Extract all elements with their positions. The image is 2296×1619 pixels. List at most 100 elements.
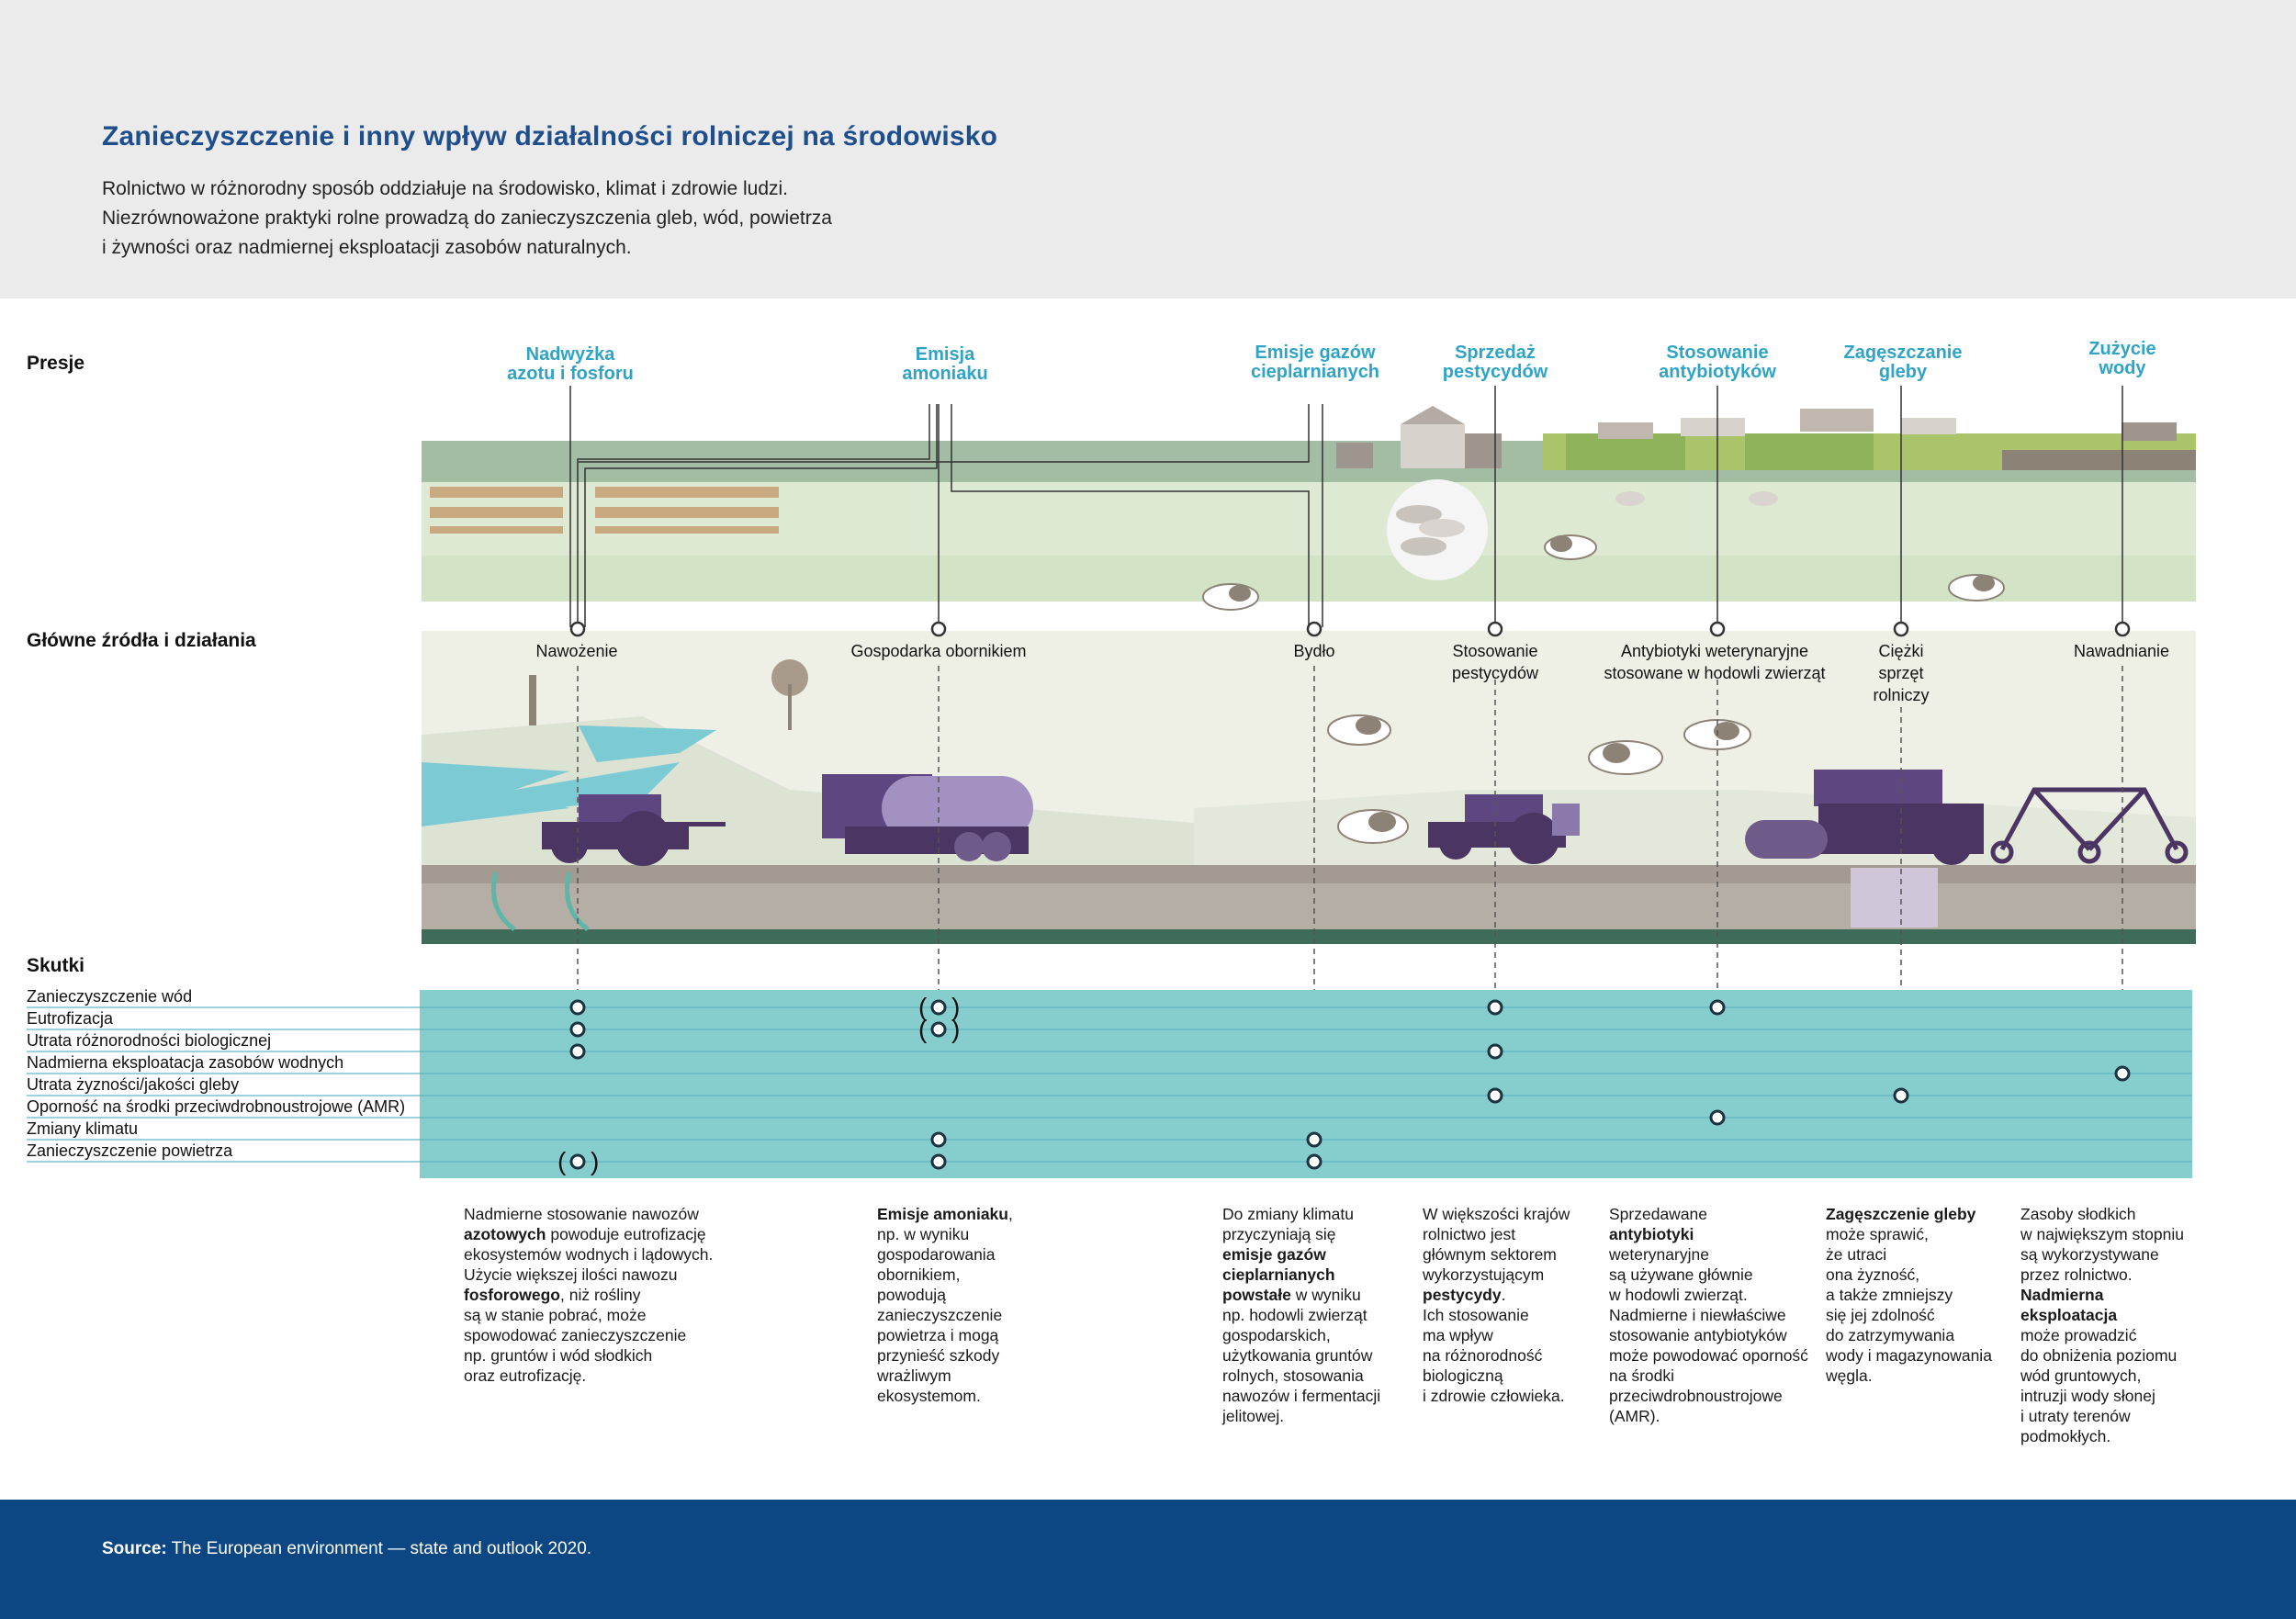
description-emphasis: antybiotyki	[1609, 1225, 1694, 1243]
description-emphasis: cieplarnianych	[1222, 1265, 1335, 1284]
description-line: pestycydy.	[1423, 1285, 1570, 1305]
impact-dot	[569, 999, 586, 1016]
impact-label: Utrata różnorodności biologicznej	[27, 1031, 272, 1050]
description-text: nawozów i fermentacji	[1222, 1387, 1381, 1405]
pressure-line: Zagęszczanie	[1843, 343, 1963, 363]
pressure-line: amoniaku	[902, 364, 988, 384]
description-text: w największym stopniu	[2020, 1225, 2184, 1243]
impact-dot	[1487, 1043, 1503, 1060]
description-text: spowodować zanieczyszczenie	[464, 1326, 687, 1344]
parenthesis-mark: (	[918, 993, 928, 1021]
description-line: cieplarnianych	[1222, 1265, 1380, 1285]
source-line: Gospodarka obornikiem	[850, 642, 1027, 660]
description-line: się jej zdolność	[1826, 1305, 1992, 1325]
pressure-line: antybiotyków	[1659, 362, 1776, 382]
description-line: Do zmiany klimatu	[1222, 1204, 1380, 1224]
description-line: przyczyniają się	[1222, 1224, 1380, 1244]
description-text: powodują	[877, 1286, 946, 1304]
description-line: użytkowania gruntów	[1222, 1345, 1380, 1366]
description-line: oraz eutrofizację.	[464, 1366, 713, 1386]
description-line: są w stanie pobrać, może	[464, 1305, 713, 1325]
description-line: ekosystemom.	[877, 1386, 1013, 1406]
description-text: ekosystemów wodnych i lądowych.	[464, 1245, 714, 1264]
description-text: gospodarskich,	[1222, 1326, 1331, 1344]
description-text: Ich stosowanie	[1423, 1306, 1529, 1324]
impact-label: Nadmierna eksploatacja zasobów wodnych	[27, 1053, 344, 1072]
cow-icon	[1202, 583, 1259, 611]
impact-dot	[569, 1043, 586, 1060]
landscape-illustration	[422, 406, 2196, 944]
description-text: ,	[1007, 1205, 1013, 1223]
tractor-icon	[1428, 794, 1580, 864]
pressure-label: Sprzedaż pestycydów	[1443, 343, 1548, 382]
description-line: może prowadzić	[2020, 1325, 2184, 1345]
description-line: Sprzedawane	[1609, 1204, 1808, 1224]
cow-icon	[1588, 740, 1663, 775]
section-label-sources: Główne źródła i działania	[27, 630, 256, 651]
pressure-line: wody	[2099, 358, 2146, 378]
source-line: Ciężki	[1878, 642, 1924, 660]
pressure-line: Zużycie	[2088, 339, 2156, 359]
description-text: powoduje eutrofizację	[546, 1225, 706, 1243]
description-line: eksploatacja	[2020, 1305, 2184, 1325]
impact-matrix-band	[420, 990, 2192, 1178]
pressure-label: Nadwyżka azotu i fosforu	[507, 345, 634, 384]
description-line: podmokłych.	[2020, 1426, 2184, 1446]
source-label: Nawożenie	[535, 640, 617, 662]
description-line: W większości krajów	[1423, 1204, 1570, 1224]
description-line: jelitowej.	[1222, 1406, 1380, 1426]
description-line: Nadmierne stosowanie nawozów	[464, 1204, 713, 1224]
description-text: wykorzystującym	[1423, 1265, 1545, 1284]
description-text: węgla.	[1826, 1366, 1873, 1385]
description-line: fosforowego, niż rośliny	[464, 1285, 713, 1305]
description-text: podmokłych.	[2020, 1427, 2111, 1445]
description-line: biologiczną	[1423, 1366, 1570, 1386]
pressure-label: Emisja amoniaku	[902, 345, 987, 384]
description-text: powietrza i mogą	[877, 1326, 999, 1344]
description-line: na środki	[1609, 1366, 1808, 1386]
source-line: sprzęt	[1878, 664, 1924, 682]
source-line: Bydło	[1293, 642, 1335, 660]
impact-dot	[930, 1021, 947, 1038]
description-text: intruzji wody słonej	[2020, 1387, 2155, 1405]
description-line: może sprawić,	[1826, 1224, 1992, 1244]
description-text: oraz eutrofizację.	[464, 1366, 587, 1385]
impact-dot	[1487, 999, 1503, 1016]
description-line: emisje gazów	[1222, 1244, 1380, 1265]
pressure-line: Nadwyżka	[525, 344, 615, 365]
description-line: powstałe w wyniku	[1222, 1285, 1380, 1305]
impact-dot	[1893, 1087, 1909, 1104]
description-text: do obniżenia poziomu	[2020, 1346, 2178, 1365]
pressure-label: Emisje gazów cieplarnianych	[1251, 343, 1379, 382]
description-text: wrażliwym	[877, 1366, 951, 1385]
description-emphasis: fosforowego	[464, 1286, 560, 1304]
description-text: np. gruntów i wód słodkich	[464, 1346, 653, 1365]
header-panel: Zanieczyszczenie i inny wpływ działalnoś…	[0, 0, 2296, 298]
impact-matrix-dots: ()()()	[557, 993, 2131, 1175]
description-line: głównym sektorem	[1423, 1244, 1570, 1265]
pressure-line: cieplarnianych	[1250, 362, 1380, 382]
description-line: antybiotyki	[1609, 1224, 1808, 1244]
source-label: Nawadnianie	[2074, 640, 2169, 662]
description-line: ekosystemów wodnych i lądowych.	[464, 1244, 713, 1265]
footer: Source: The European environment — state…	[0, 1500, 2296, 1619]
intro-line: Rolnictwo w różnorodny sposób oddziałuje…	[102, 178, 789, 199]
pressure-label: Zagęszczanie gleby	[1844, 343, 1963, 382]
description-line: są używane głównie	[1609, 1265, 1808, 1285]
description-text: są wykorzystywane	[2020, 1245, 2159, 1264]
description-text: wód gruntowych,	[2020, 1366, 2142, 1385]
description-line: powodują	[877, 1285, 1013, 1305]
pressure-line: Emisje gazów	[1255, 343, 1376, 363]
description-line: są wykorzystywane	[2020, 1244, 2184, 1265]
pressure-line: Emisja	[915, 344, 975, 365]
description-text: do zatrzymywania	[1826, 1326, 1955, 1344]
parenthesis-mark: )	[951, 1015, 960, 1043]
description-text: .	[1501, 1286, 1506, 1304]
impact-dot	[1709, 999, 1726, 1016]
description-line: gospodarskich,	[1222, 1325, 1380, 1345]
description-line: rolnych, stosowania	[1222, 1366, 1380, 1386]
impact-dot	[1709, 1109, 1726, 1126]
description-text: Nadmierne i niewłaściwe	[1609, 1306, 1786, 1324]
description-line: przeciwdrobnoustrojowe	[1609, 1386, 1808, 1406]
